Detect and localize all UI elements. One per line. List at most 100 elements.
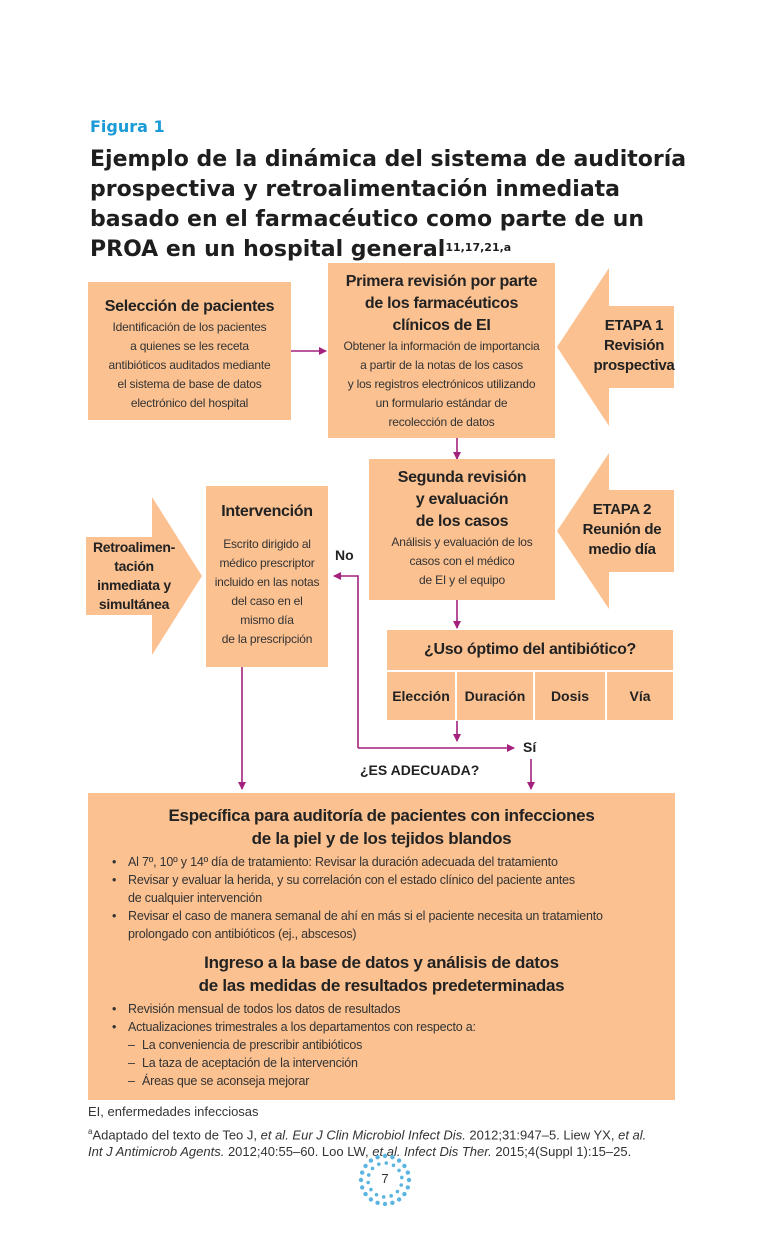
dash-icon: – (128, 1074, 135, 1088)
ring-dot (382, 1153, 388, 1159)
etapa1-line: ETAPA 1 (604, 317, 664, 334)
sub-list-item-text: Áreas que se aconseja mejorar (142, 1074, 310, 1088)
etapa2-arrow-shape (557, 453, 674, 609)
list-item-text: prolongado con antibióticos (ej., absces… (128, 927, 357, 941)
intervencion-line: médico prescriptor (219, 556, 315, 570)
sub-list-item: –Áreas que se aconseja mejorar (88, 1072, 675, 1090)
ring-dot (370, 1166, 375, 1171)
intervencion-box: Intervención Escrito dirigido al médico … (206, 486, 328, 667)
intervencion-line: mismo día (240, 613, 294, 627)
segunda-line: Análisis y evaluación de los (391, 535, 533, 549)
ring-dot (375, 1154, 380, 1160)
primera-title-line: clínicos de EI (392, 317, 491, 334)
title-text: Ejemplo de la dinámica del sistema de au… (90, 147, 687, 262)
footnote-text-italic: et al. Eur J Clin Microbiol Infect Dis. (260, 1127, 466, 1143)
list-item: • Al 7º, 10º y 14º día de tratamiento: Re… (88, 853, 675, 871)
ring-dot (402, 1163, 407, 1169)
ring-dot (397, 1168, 401, 1173)
retro-line: tación (114, 558, 154, 574)
dash-icon: – (128, 1056, 135, 1070)
uso-cell-via: Vía (607, 672, 673, 720)
footnote-text: 2012;40:55–60. Loo LW, (224, 1144, 373, 1160)
base-datos-heading-line: Ingreso a la base de datos y análisis de… (204, 953, 559, 972)
ring-dot (405, 1185, 411, 1190)
segunda-line: casos con el médico (409, 554, 515, 568)
uso-cell-duracion: Duración (457, 672, 533, 720)
seleccion-line: el sistema de base de datos (117, 377, 262, 391)
segunda-title-line: de los casos (415, 513, 509, 530)
etapa1-label: ETAPA 1 Revisión prospectiva (574, 316, 694, 376)
sub-list-item: –La taza de aceptación de la intervenció… (88, 1054, 675, 1072)
intervencion-line: del caso en el (231, 594, 303, 608)
ring-dot (406, 1177, 412, 1183)
list-item-text: de cualquier intervención (128, 891, 262, 905)
ring-dot (368, 1197, 374, 1202)
bullet-icon: • (112, 1020, 117, 1034)
segunda-title-line: y evaluación (415, 491, 509, 508)
seleccion-title: Selección de pacientes (104, 298, 275, 315)
title-refs: 11,17,21,a (445, 241, 512, 254)
ring-dot (389, 1194, 393, 1198)
ring-dot (402, 1191, 407, 1197)
footnote-text: Adaptado del texto de Teo J, (92, 1127, 261, 1143)
ring-dot (363, 1163, 368, 1169)
base-datos-heading-line: de las medidas de resultados predetermin… (198, 976, 565, 995)
footnote-text-italic: et al. (618, 1127, 647, 1143)
seleccion-line: electrónico del hospital (130, 396, 249, 410)
list-item: • Revisar el caso de manera semanal de ah… (88, 907, 675, 943)
es-adecuada-label: ¿ES ADECUADA? (360, 762, 480, 778)
footnote-abbreviation: EI, enfermedades infecciosas (88, 1104, 259, 1119)
ring-dot (391, 1163, 396, 1168)
ring-dot (399, 1183, 404, 1187)
footnote-text-italic: Int J Antimicrob Agents. (88, 1144, 225, 1160)
footnote-text-italic: et al. Infect Dis Ther. (372, 1144, 492, 1160)
list-item-text: Revisar el caso de manera semanal de ahí… (128, 909, 603, 923)
primera-title-line: Primera revisión por parte (345, 273, 538, 290)
ring-dot (363, 1191, 368, 1197)
segunda-revision-box: Segunda revisión y evaluación de los cas… (369, 459, 555, 600)
footnote-text: 2015;4(Suppl 1):15–25. (491, 1144, 632, 1160)
ring-dot (400, 1175, 404, 1180)
ring-dot (359, 1185, 365, 1190)
ring-dot (375, 1200, 380, 1206)
ring-dot (405, 1170, 411, 1175)
footnote-reference: aAdaptado del texto de Teo J, et al. Eur… (88, 1123, 738, 1160)
si-label: Sí (523, 739, 537, 755)
etapa2-label: ETAPA 2 Reunión de medio día (562, 500, 682, 560)
ring-dot (381, 1195, 386, 1199)
primera-line: recolección de datos (388, 415, 495, 429)
bullet-icon: • (112, 855, 117, 869)
etapa2-line: ETAPA 2 (592, 501, 652, 518)
retro-arrow-shape (86, 497, 202, 655)
uso-question-box: ¿Uso óptimo del antibiótico? (387, 630, 673, 670)
footnote-line: aAdaptado del texto de Teo J, et al. Eur… (88, 1123, 738, 1143)
primera-line: y los registros electrónicos utilizando (347, 377, 536, 391)
no-label: No (335, 547, 354, 563)
list-item-text: Actualizaciones trimestrales a los depar… (128, 1020, 476, 1034)
ring-dot (366, 1180, 370, 1185)
auditoria-heading-line: de la piel y de los tejidos blandos (251, 829, 512, 848)
sub-list-item: –La conveniencia de prescribir antibióti… (88, 1036, 675, 1054)
primera-revision-box: Primera revisión por parte de los farmac… (328, 263, 555, 438)
page-number: 7 (381, 1171, 389, 1186)
figure-label: Figura 1 (90, 117, 165, 136)
segunda-title-line: Segunda revisión (397, 469, 527, 486)
bullet-icon: • (112, 909, 117, 923)
etapa2-line: medio día (588, 541, 656, 558)
seleccion-line: a quienes se les receta (130, 339, 249, 353)
bullet-icon: • (112, 1002, 117, 1016)
footnote-line: Int J Antimicrob Agents. 2012;40:55–60. … (88, 1143, 738, 1160)
intervencion-line: Escrito dirigido al (223, 537, 311, 551)
etapa1-line: prospectiva (593, 357, 675, 374)
intervencion-line: de la prescripción (221, 632, 313, 646)
etapa1-arrow-shape (557, 268, 674, 426)
retro-line: inmediata y (97, 577, 171, 593)
ring-dot (382, 1201, 388, 1207)
list-item: •Revisión mensual de todos los datos de … (88, 1000, 675, 1018)
seleccion-line: antibióticos auditados mediante (108, 358, 271, 372)
list-item-text: Al 7º, 10º y 14º día de tratamiento: Rev… (128, 855, 558, 869)
ring-dot (377, 1162, 381, 1166)
arrow-no-to-intervencion (333, 572, 359, 748)
segunda-line: de EI y el equipo (419, 573, 505, 587)
